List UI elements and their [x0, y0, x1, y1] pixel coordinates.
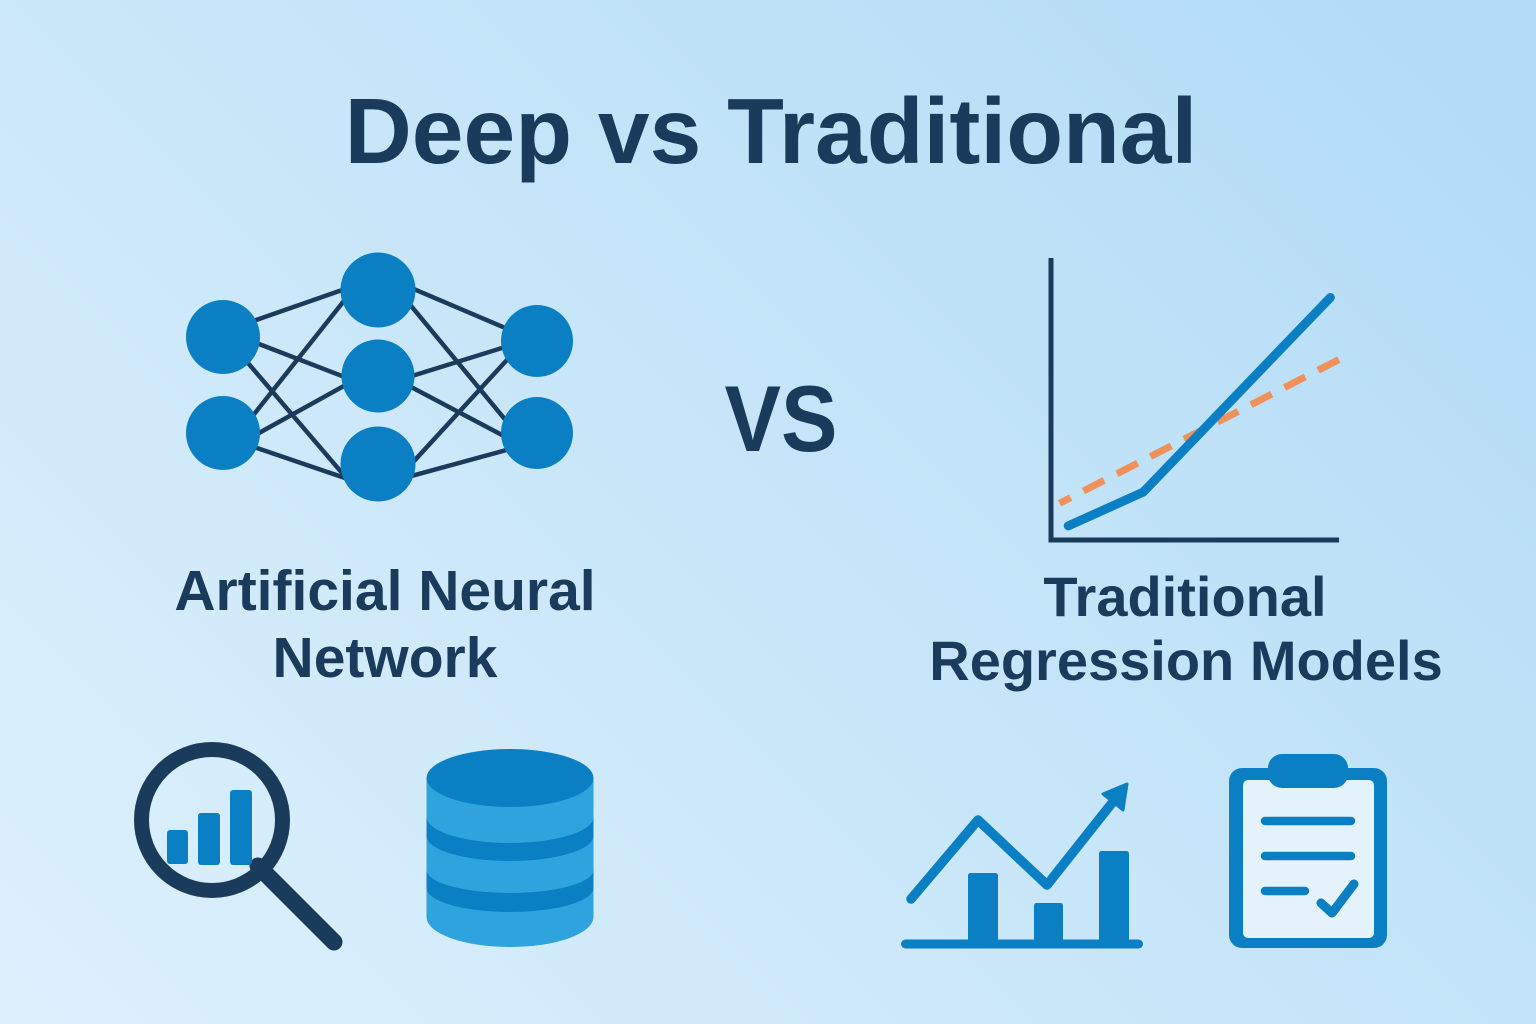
growth-chart-icon: [901, 782, 1143, 949]
growth-chart-bar: [1034, 903, 1063, 947]
network-edge: [404, 350, 516, 472]
lens-chart-bar: [230, 790, 252, 865]
regression-line-chart: [1048, 258, 1341, 543]
network-nodes: [186, 252, 573, 502]
magnifier-lens: [134, 742, 290, 898]
database-band: [426, 870, 594, 912]
network-edge: [243, 441, 356, 484]
network-edge: [246, 378, 355, 442]
network-edge: [245, 337, 356, 383]
regression-label: Traditional Regression Models: [929, 565, 1442, 692]
network-edge: [245, 290, 353, 425]
network-edge: [402, 283, 517, 334]
network-edges: [237, 283, 517, 485]
ann-label: Artificial Neural Network: [174, 559, 595, 690]
magnifier-bar-chart-icon: [134, 742, 343, 951]
checkmark-icon: [1316, 879, 1359, 918]
clipboard-clip: [1268, 754, 1348, 788]
regression-solid-line: [1063, 293, 1335, 531]
hidden-node: [341, 339, 415, 413]
trend-arrowhead-icon: [1101, 782, 1129, 812]
hidden-node: [340, 252, 416, 328]
hidden-node: [340, 426, 416, 502]
database-top: [426, 749, 594, 807]
neural-network-icon: [186, 252, 573, 502]
database-band: [426, 817, 594, 861]
magnifier-handle: [249, 857, 343, 951]
chart-series: [1057, 293, 1341, 531]
ann-label-line: Network: [273, 626, 498, 690]
network-edge: [401, 342, 516, 381]
input-node: [186, 300, 260, 374]
growth-chart-bar: [1099, 851, 1129, 947]
lens-chart-bar: [167, 830, 188, 864]
versus-label: VS: [725, 366, 838, 471]
input-node: [186, 396, 260, 470]
ann-panel: Artificial Neural Network: [134, 252, 596, 951]
network-edge: [401, 445, 517, 481]
network-edge: [237, 351, 353, 485]
trend-line: [906, 798, 1117, 904]
output-node: [501, 305, 573, 377]
regression-label-line: Traditional: [1043, 565, 1326, 628]
lens-chart-bar: [198, 813, 220, 865]
regression-panel: Traditional Regression Models: [901, 258, 1443, 949]
growth-chart-bar: [968, 873, 998, 947]
database-icon: [426, 749, 594, 947]
output-node: [501, 397, 573, 469]
network-edge: [242, 283, 356, 327]
clipboard-checklist-icon: [1229, 754, 1387, 948]
ann-label-line: Artificial Neural: [174, 559, 595, 623]
regression-label-line: Regression Models: [929, 629, 1442, 692]
page-title: Deep vs Traditional: [345, 79, 1198, 183]
